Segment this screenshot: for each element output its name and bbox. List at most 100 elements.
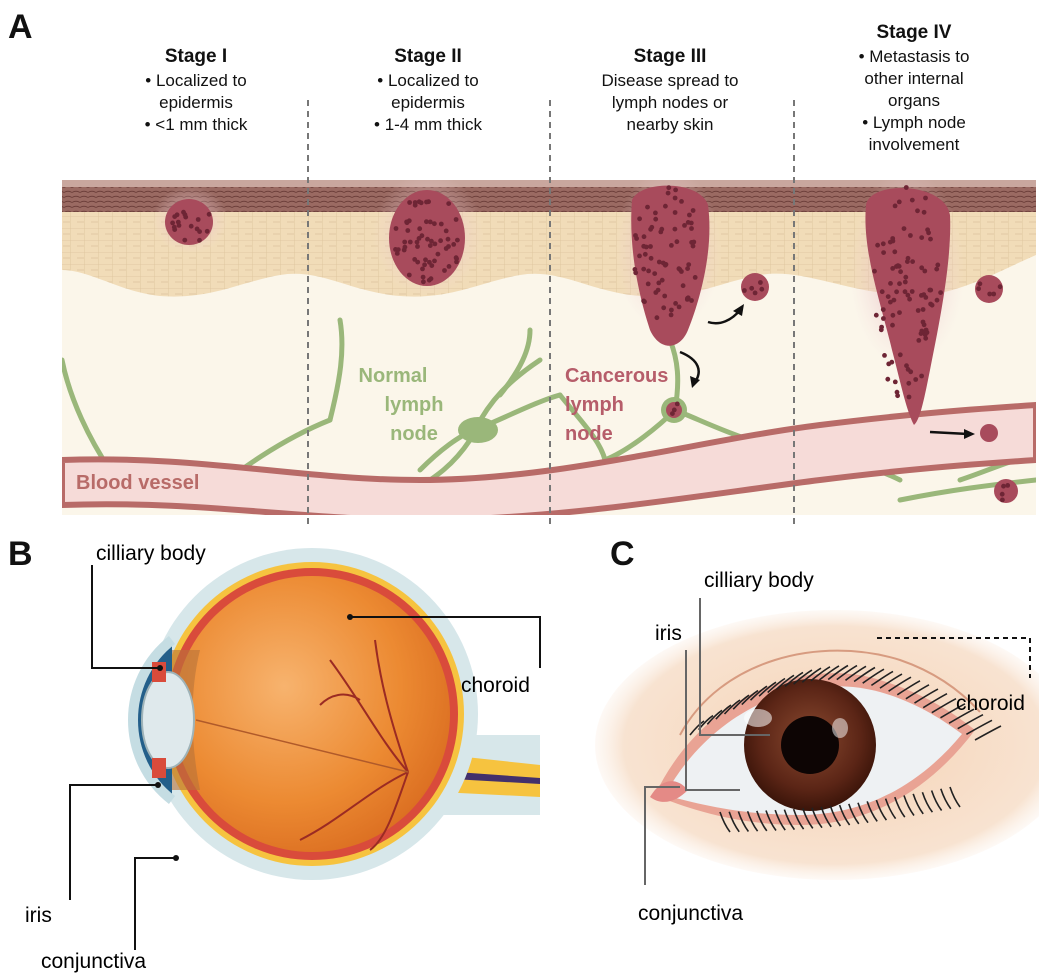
tumor-cell-dot <box>922 269 927 274</box>
tumor-cell-dot <box>935 298 940 303</box>
normal-node-line: lymph <box>385 394 444 416</box>
tumor-cell-dot <box>874 313 879 318</box>
tumor-cell-dot <box>403 245 408 250</box>
tumor-cell-dot <box>675 402 680 407</box>
circulating-tumor-cell <box>980 424 998 442</box>
pupil <box>781 716 839 774</box>
tumor-cell-dot <box>896 263 901 268</box>
tumor-cell-dot <box>904 363 909 368</box>
tumor-cell-dot <box>879 327 884 332</box>
tumor-cell-dot <box>421 275 426 280</box>
tumor-cell-dot <box>886 294 891 299</box>
tumor-cell-dot <box>177 223 182 228</box>
tumor-cell-dot <box>415 244 420 249</box>
tumor-cell-dot <box>930 303 935 308</box>
eye-front-label-ciliary: cilliary body <box>704 569 814 592</box>
tumor-cell-dot <box>394 226 399 231</box>
tumor-cell-dot <box>908 369 913 374</box>
normal-node-line: Normal <box>359 365 428 387</box>
tumor-cell-dot <box>646 282 651 287</box>
tumor-cell-dot <box>444 229 449 234</box>
eye-side-label-ciliary: cilliary body <box>96 542 206 565</box>
tumor-cell-dot <box>875 243 880 248</box>
tumor-cell-dot <box>897 281 902 286</box>
tumor-cell-dot <box>428 220 433 225</box>
tumor-cell-dot <box>687 213 692 218</box>
tumor-cell-dot <box>655 315 660 320</box>
tumor-cell-dot <box>881 250 886 255</box>
tumor-cell-dot <box>660 278 665 283</box>
tumor-cell-dot <box>656 288 661 293</box>
tumor-cell-dot <box>903 280 908 285</box>
tumor-cell-dot <box>641 244 646 249</box>
tumor-cell-dot <box>172 214 177 219</box>
tumor-cell-dot <box>413 200 418 205</box>
tumor-cell-dot <box>675 239 680 244</box>
lens <box>142 672 194 768</box>
tumor-cell-dot <box>693 275 698 280</box>
tumor-cell-dot <box>742 288 747 293</box>
tumor-cell-dot <box>642 299 647 304</box>
tumor-cell-dot <box>421 279 426 284</box>
tumor-cell-dot <box>454 260 459 265</box>
tumor-cell-dot <box>907 395 912 400</box>
tumor-cell-dot <box>405 228 410 233</box>
tumor-cell-dot <box>893 380 898 385</box>
tumor-cell-dot <box>646 269 651 274</box>
tumor-cell-dot <box>934 267 939 272</box>
tumor-cell-dot <box>882 353 887 358</box>
tumor-cell-dot <box>652 271 657 276</box>
cancer-node-line: node <box>565 423 613 445</box>
tumor-cell-dot <box>657 260 662 265</box>
eye-front-label-choroid: choroid <box>956 692 1025 715</box>
tumor-cell-dot <box>976 286 981 291</box>
tumor-cell-dot <box>189 224 194 229</box>
tumor-cell-dot <box>749 286 754 291</box>
tumor-cell-dot <box>913 377 918 382</box>
tumor-cell-dot <box>888 300 893 305</box>
tumor-cell-dot <box>432 259 437 264</box>
tumor-cell-dot <box>641 267 646 272</box>
tumor-cell-dot <box>661 261 666 266</box>
tumor-cell-dot <box>637 254 642 259</box>
tumor-cell-dot <box>643 252 648 257</box>
tumor-cell-dot <box>685 296 690 301</box>
tumor-cell-dot <box>1000 498 1005 503</box>
tumor-cell-dot <box>427 260 432 265</box>
tumor-cell-dot <box>649 256 654 261</box>
tumor-cell-dot <box>938 290 943 295</box>
distant-tumor-cluster <box>994 479 1018 503</box>
tumor-cell-dot <box>987 292 992 297</box>
tumor-cell-dot <box>205 229 210 234</box>
tumor-cell-dot <box>447 264 452 269</box>
normal-lymph-node <box>458 417 498 443</box>
tumor-cell-dot <box>633 267 638 272</box>
tumor-cell-dot <box>919 293 924 298</box>
tumor-cell-dot <box>181 210 186 215</box>
tumor-cell-dot <box>928 237 933 242</box>
tumor-cell-dot <box>897 200 902 205</box>
tumor-cell-dot <box>432 221 437 226</box>
tumor-cell-dot <box>893 204 898 209</box>
tumor-cell-dot <box>407 273 412 278</box>
tumor-cell-dot <box>906 381 911 386</box>
tumor-cell-dot <box>407 200 412 205</box>
tumor-cell-dot <box>907 297 912 302</box>
tumor-cell-dot <box>207 212 212 217</box>
tumor-cell-dot <box>653 217 658 222</box>
tumor-cell-dot <box>637 216 642 221</box>
tumor-cell-dot <box>903 275 908 280</box>
tumor-cell-dot <box>916 308 921 313</box>
tumor-cell-dot <box>881 307 886 312</box>
tumor-cell-dot <box>446 201 451 206</box>
tumor-cell-dot <box>642 234 647 239</box>
eye-side-label-choroid: choroid <box>461 674 530 697</box>
tumor-cell-dot <box>433 242 438 247</box>
tumor-cell-dot <box>408 240 413 245</box>
iris-highlight <box>744 709 772 727</box>
tumor-cell-dot <box>417 226 422 231</box>
tumor-cell-dot <box>653 211 658 216</box>
tumor-cell-dot <box>919 374 924 379</box>
tumor-cell-dot <box>454 255 459 260</box>
tumor-cell-dot <box>925 227 930 232</box>
